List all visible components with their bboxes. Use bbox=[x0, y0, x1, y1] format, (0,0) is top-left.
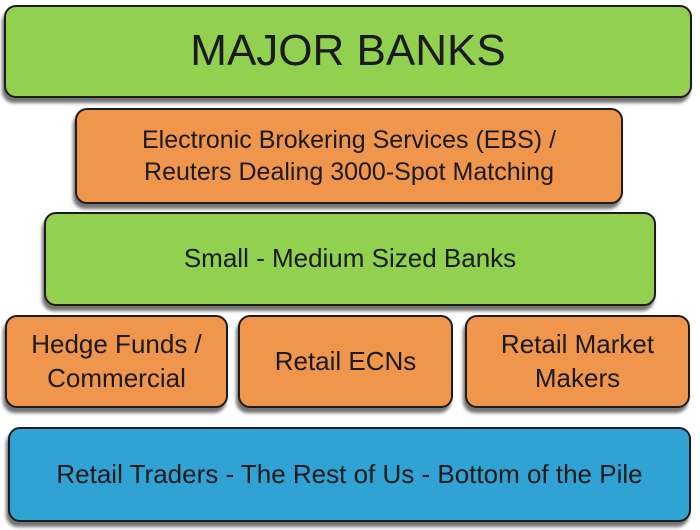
level-ebs-reuters-label: Electronic Brokering Services (EBS) / Re… bbox=[141, 125, 557, 187]
level-retail-ecns-label: Retail ECNs bbox=[274, 345, 417, 376]
level-major-banks: MAJOR BANKS bbox=[4, 5, 692, 98]
level-retail-traders: Retail Traders - The Rest of Us - Bottom… bbox=[8, 427, 691, 522]
level-small-medium-banks: Small - Medium Sized Banks bbox=[44, 212, 656, 306]
level-retail-traders-label: Retail Traders - The Rest of Us - Bottom… bbox=[56, 458, 643, 489]
level-retail-market-makers-label: Retail Market Makers bbox=[500, 328, 655, 393]
level-retail-market-makers: Retail Market Makers bbox=[465, 315, 690, 408]
level-hedge-funds-commercial: Hedge Funds / Commercial bbox=[5, 315, 228, 408]
level-ebs-reuters: Electronic Brokering Services (EBS) / Re… bbox=[75, 108, 623, 204]
level-small-medium-banks-label: Small - Medium Sized Banks bbox=[183, 243, 517, 274]
level-hedge-funds-commercial-label: Hedge Funds / Commercial bbox=[31, 328, 202, 393]
level-retail-ecns: Retail ECNs bbox=[238, 315, 453, 408]
level-major-banks-label: MAJOR BANKS bbox=[190, 26, 506, 76]
